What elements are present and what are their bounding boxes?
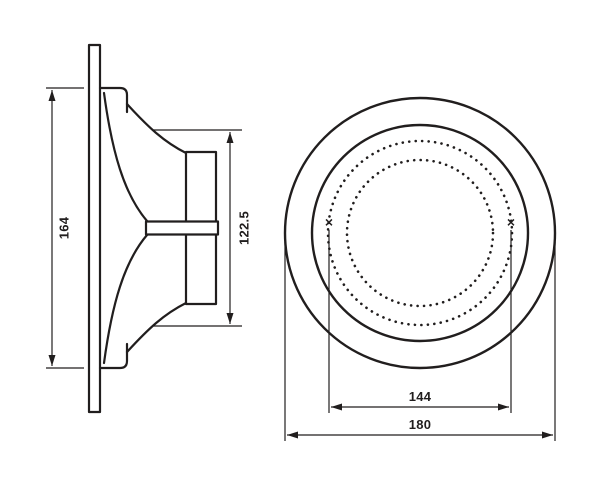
mounting-hole-left-marker: × [325,214,333,230]
dimension-annotations: 164 122.5 144 180 [46,87,556,441]
frame-top [125,102,188,155]
dim-outer-diameter: 180 [284,242,556,441]
surround-top [98,86,129,114]
surround-bottom [98,342,129,370]
bolt-circle-outer-dotted [326,139,514,327]
mounting-hole-right-marker: × [507,214,515,230]
mounting-plate [87,43,102,414]
dim-hole-spacing-label: 144 [409,389,432,404]
dim-overall-height: 164 [46,87,84,369]
frame-bottom [125,301,188,354]
pole-piece [144,220,220,236]
front-view: × × [283,96,557,370]
bolt-circle-inner-dotted [345,158,495,308]
dim-hole-spacing: 144 [328,230,512,413]
side-view [87,43,220,414]
dim-inner-depth: 122.5 [152,129,251,327]
inner-rim-circle [310,123,530,343]
cone-top [102,91,149,223]
outer-rim-circle [283,96,557,370]
dim-inner-depth-label: 122.5 [236,211,251,245]
dim-overall-height-label: 164 [56,216,71,239]
cone-bottom [102,233,149,365]
dim-outer-diameter-label: 180 [409,417,432,432]
